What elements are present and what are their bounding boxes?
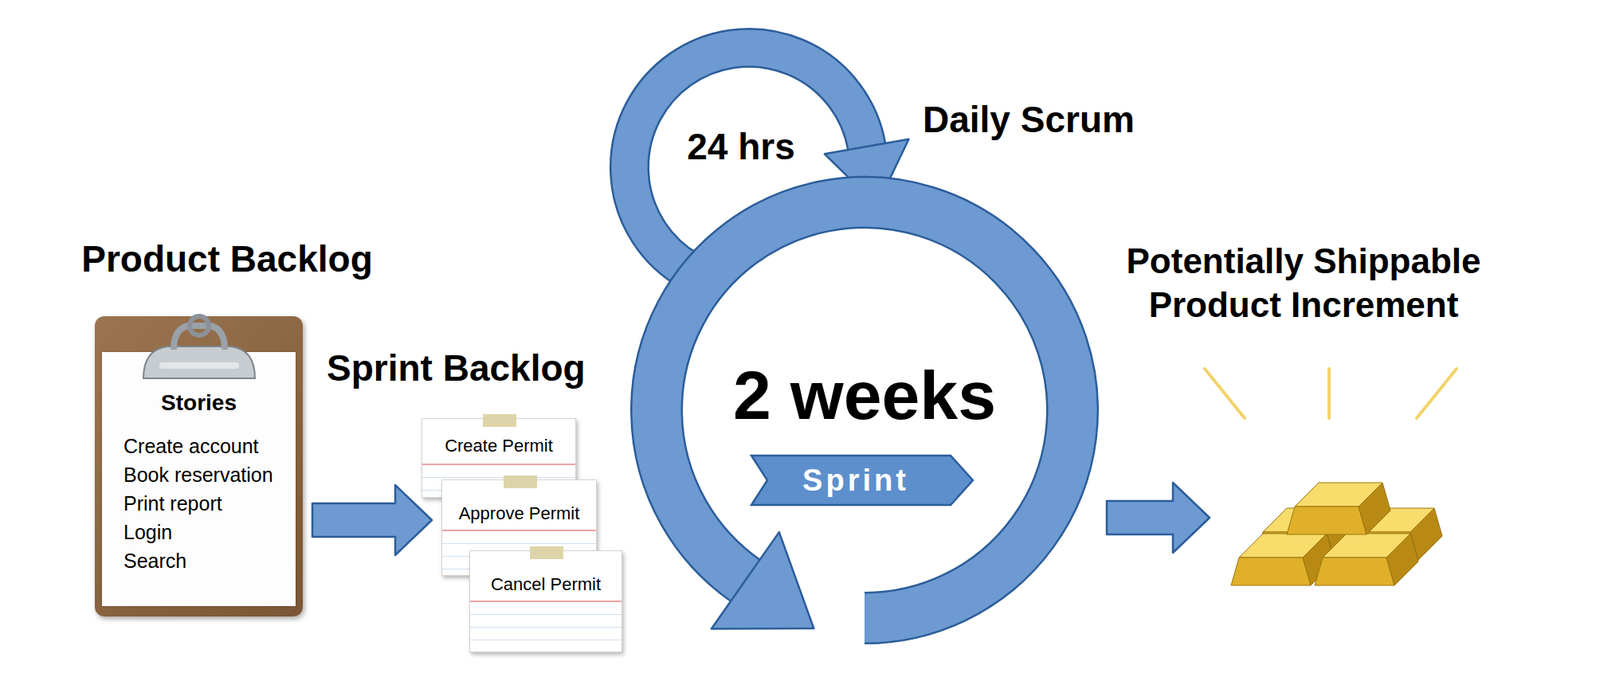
stories-heading: Stories (101, 389, 296, 417)
shine-rays (1204, 368, 1457, 419)
increment-heading: Potentially Shippable Product Increment (1096, 239, 1511, 327)
story-item: Search (123, 549, 187, 573)
flow-arrow (312, 485, 432, 556)
card-lines (470, 600, 622, 652)
gold-bars (1219, 430, 1459, 598)
ray (1416, 368, 1457, 419)
card-tape (529, 546, 564, 560)
clip-base (143, 346, 255, 379)
card-title: Create Permit (422, 435, 576, 457)
clipboard-clip (135, 311, 263, 384)
clip-ring (189, 316, 209, 336)
story-item: Book reservation (123, 462, 274, 487)
sprint-backlog-heading: Sprint Backlog (326, 346, 586, 391)
bar-side (1386, 533, 1419, 586)
bar-front (1314, 557, 1395, 586)
backlog-heading: Product Backlog (27, 237, 427, 282)
bar-front (1231, 557, 1311, 586)
product-backlog-clipboard: Product BacklogStoriesCreate accountBook… (94, 316, 303, 617)
story-item: Print report (123, 491, 223, 516)
bar-front (1286, 506, 1367, 535)
card-tape (482, 414, 517, 428)
flow-arrow (1106, 482, 1210, 553)
card-tape (503, 475, 538, 489)
daily-interval: 24 hrs (661, 125, 821, 169)
sprint-cycle: 2 weeksSprint (631, 177, 1098, 644)
bar-side (1358, 482, 1391, 535)
daily-scrum-heading: Daily Scrum (922, 98, 1135, 142)
card-title: Approve Permit (442, 503, 597, 525)
card-title: Cancel Permit (470, 574, 622, 596)
ray (1204, 368, 1245, 419)
product-increment: Potentially Shippable Product Increment (1219, 430, 1459, 598)
sprint-duration: 2 weeks (631, 354, 1098, 437)
banner-arrow (751, 455, 973, 506)
story-item: Create account (123, 434, 259, 459)
story-item: Login (123, 520, 173, 545)
sprint-card: Cancel Permit (469, 550, 623, 653)
ring-arrowhead (711, 532, 815, 629)
sprint-banner-text: Sprint (751, 455, 961, 506)
ray (1327, 368, 1331, 419)
clip-shine (159, 362, 240, 369)
